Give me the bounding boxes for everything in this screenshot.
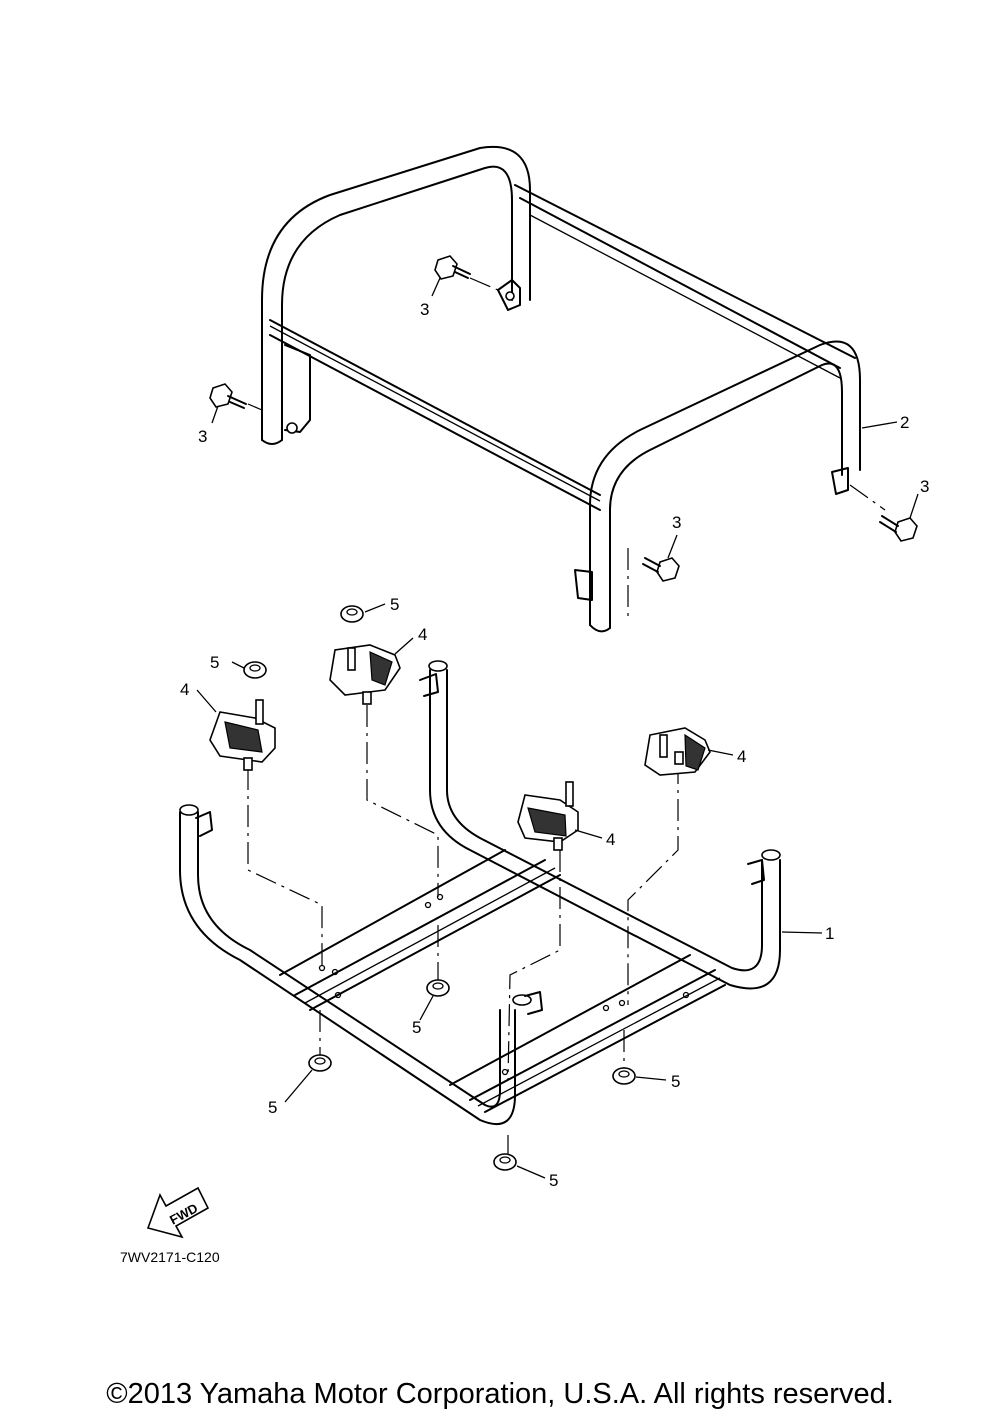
- diagram-code: 7WV2171-C120: [120, 1249, 220, 1265]
- nut-icon: [426, 979, 450, 997]
- callout-1: 1: [825, 924, 834, 943]
- bolt-icon: [879, 515, 918, 542]
- callout-5: 5: [210, 653, 219, 672]
- lower-frame: [179, 660, 781, 1125]
- bolt-icon: [209, 255, 918, 582]
- nut-icon: [308, 1054, 332, 1072]
- mount-icon: [209, 699, 276, 771]
- callouts: 2 1 3 3 3 3 5 5 4 4 4 4 5 5 5 5: [180, 300, 929, 1190]
- callout-5: 5: [390, 595, 399, 614]
- callout-5: 5: [268, 1098, 277, 1117]
- mount-icon: [329, 644, 401, 705]
- assembly-lines: [247, 705, 679, 1155]
- nut-icon: [493, 1153, 517, 1171]
- callout-4: 4: [737, 747, 746, 766]
- callout-5: 5: [412, 1018, 421, 1037]
- callout-3: 3: [672, 513, 681, 532]
- nut-icon: [612, 1067, 636, 1085]
- upper-frame: [247, 145, 886, 633]
- callout-5: 5: [549, 1171, 558, 1190]
- leader-lines: [196, 277, 919, 1179]
- mount-icon: [644, 727, 711, 776]
- callout-3: 3: [420, 300, 429, 319]
- fwd-arrow-icon: FWD: [146, 1186, 210, 1239]
- callout-4: 4: [418, 625, 427, 644]
- bolt-icon: [434, 255, 471, 280]
- callout-4: 4: [606, 830, 615, 849]
- callout-4: 4: [180, 680, 189, 699]
- bolt-icon: [209, 383, 247, 409]
- callout-5: 5: [671, 1072, 680, 1091]
- nut-icon: [243, 661, 267, 679]
- bolt-icon: [642, 557, 680, 582]
- nut-icon: [340, 605, 364, 623]
- callout-3: 3: [198, 427, 207, 446]
- callout-2: 2: [900, 413, 909, 432]
- callout-3: 3: [920, 477, 929, 496]
- mount-icon: [209, 644, 711, 851]
- nut-icon: [243, 605, 636, 1171]
- mount-icon: [517, 781, 579, 851]
- copyright-notice: ©2013 Yamaha Motor Corporation, U.S.A. A…: [106, 1378, 894, 1410]
